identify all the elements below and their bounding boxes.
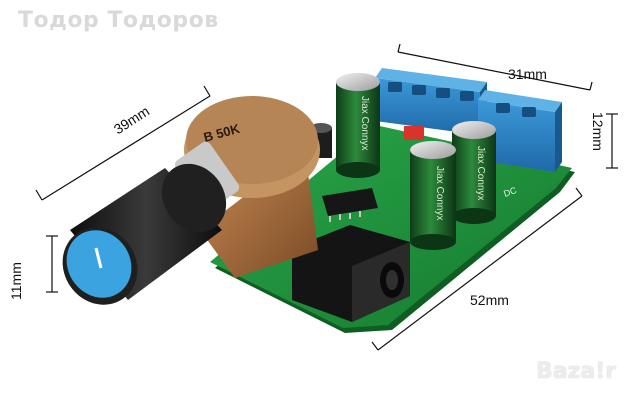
dimension-arrow-icon bbox=[35, 43, 618, 351]
pcb-label: DC bbox=[502, 185, 518, 199]
dimension-label-52mm: 52mm bbox=[470, 292, 509, 308]
watermark-text: Тодор Тодоров bbox=[18, 8, 219, 33]
audio-jack bbox=[292, 225, 410, 322]
dimension-label-12mm: 12mm bbox=[590, 112, 606, 151]
capacitor-brand-right: Jiax Connyx bbox=[475, 146, 486, 200]
screw-terminal-blocks bbox=[375, 68, 562, 172]
capacitor-brand-front: Jiax Connyx bbox=[434, 166, 445, 220]
capacitor-left: Jiax Connyx bbox=[336, 73, 380, 178]
ic-chip bbox=[322, 188, 378, 222]
volume-knob bbox=[62, 163, 227, 305]
dimension-label-11mm: 11mm bbox=[8, 262, 24, 300]
brand-logo: Baza!r bbox=[536, 359, 617, 384]
capacitor-brand-left: Jiax Connyx bbox=[359, 96, 370, 150]
capacitor-front: Jiax Connyx bbox=[410, 141, 456, 250]
red-component bbox=[404, 126, 424, 140]
dimension-label-31mm: 31mm bbox=[508, 66, 547, 82]
capacitor-right: Jiax Connyx bbox=[452, 121, 496, 224]
